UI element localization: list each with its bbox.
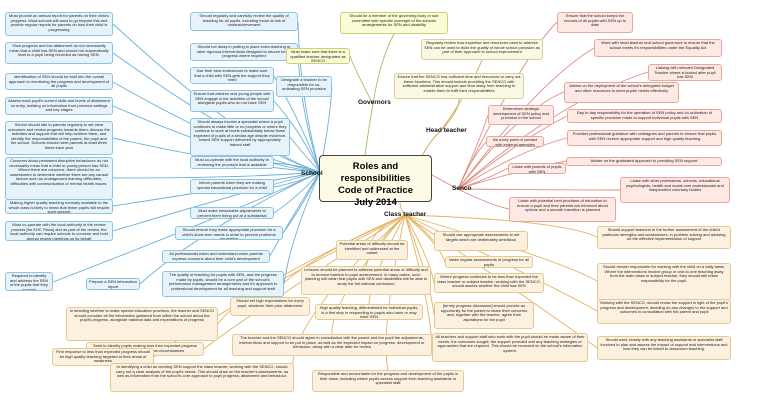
- connector-11: [297, 51, 321, 173]
- connector-41: [457, 188, 510, 210]
- connector-59: [404, 214, 598, 282]
- central-topic[interactable]: Roles and responsibilities Code of Pract…: [319, 155, 432, 208]
- connector-58: [404, 214, 598, 238]
- ct-node-4[interactable]: Lessons should be planned to address pot…: [301, 266, 431, 295]
- connector-23: [364, 103, 374, 156]
- school-node-15[interactable]: Must co-operate with the local authority…: [190, 156, 274, 169]
- connector-13: [273, 100, 321, 173]
- connector-25: [349, 55, 374, 105]
- senco-node-11[interactable]: Liaise with other professions- schools, …: [620, 177, 730, 203]
- ct-node-1[interactable]: Potential areas of difficulty should be …: [336, 240, 408, 260]
- connector-45: [404, 214, 446, 263]
- central-title-line-2: Code of Practice: [338, 185, 413, 196]
- school-node-21[interactable]: Prepare a SEN information report: [86, 278, 140, 290]
- senco-node-7[interactable]: Provides professional guidance with coll…: [567, 130, 722, 146]
- central-title-line-1: Roles and responsibilities: [340, 161, 411, 184]
- school-node-18[interactable]: Should ensure they make appropriate prov…: [175, 226, 283, 240]
- school-node-3[interactable]: Identification of SEN should be built in…: [5, 73, 113, 90]
- school-node-19[interactable]: All professionals listen and understand …: [162, 250, 270, 263]
- school-node-6[interactable]: Concerns about persistent disruptive beh…: [5, 157, 113, 200]
- senco-node-12[interactable]: Liaise with potential next providers of …: [509, 197, 616, 222]
- school-node-20[interactable]: The quality of teaching for pupils with …: [162, 271, 284, 297]
- governor-node-1[interactable]: Should be a member of the governing body…: [340, 12, 448, 34]
- senco-node-5[interactable]: Determines strategic development of SEN …: [488, 105, 554, 125]
- connector-35: [457, 115, 568, 190]
- branch-governors[interactable]: Governors: [358, 99, 391, 106]
- school-node-13[interactable]: Ensure that children and young people wi…: [190, 90, 274, 112]
- senco-node-1[interactable]: Ensure that the school keeps the records…: [557, 12, 633, 33]
- senco-node-10[interactable]: Liaise with parents of pupils with SEN: [508, 163, 566, 174]
- ct-node-2[interactable]: Should use appropriate assessments to se…: [434, 231, 528, 251]
- ct-node-7[interactable]: High quality teaching, differentiated fo…: [315, 304, 423, 320]
- ct-node-18[interactable]: Working with the SENCO, should revise th…: [597, 299, 731, 324]
- connector-29: [431, 174, 459, 190]
- ct-node-8[interactable]: [termly progress discussion] should prov…: [434, 302, 534, 329]
- ct-node-17[interactable]: Should remain responsible for working wi…: [597, 263, 731, 300]
- ct-node-3[interactable]: Make regular assessments of progress for…: [445, 256, 533, 268]
- ct-node-13[interactable]: First response to less than expected pro…: [52, 348, 154, 366]
- branch-head-teacher[interactable]: Head teacher: [426, 127, 467, 134]
- school-node-4[interactable]: Assess each pupil's current skills and l…: [5, 97, 113, 115]
- senco-node-2[interactable]: Work with head teacher and school govern…: [594, 39, 722, 57]
- connector-6: [112, 171, 321, 179]
- senco-node-6[interactable]: Day to day responsibility for the operat…: [567, 109, 722, 123]
- senco-node-4[interactable]: Advise on the deployment of the school's…: [564, 82, 679, 103]
- connector-32: [457, 71, 649, 190]
- connector-17: [273, 171, 321, 214]
- connector-14: [289, 136, 321, 173]
- school-node-11[interactable]: Should not delay in putting in place ext…: [190, 43, 298, 61]
- school-node-17[interactable]: Must make reasonable adjustments to prev…: [190, 207, 274, 219]
- head-node-2[interactable]: Ensure that the SENCO has sufficient tim…: [394, 73, 524, 99]
- school-node-7[interactable]: Making higher quality teaching normally …: [5, 199, 113, 214]
- ct-node-12[interactable]: All teachers and support staff who work …: [432, 333, 588, 362]
- branch-class-teacher[interactable]: Class teacher: [384, 211, 427, 218]
- school-node-16[interactable]: Inform parents when they are making spec…: [190, 179, 274, 194]
- school-node-2[interactable]: Slow progress and low attainment do not …: [5, 42, 113, 64]
- ct-node-11[interactable]: The teacher and the SENCO should agree i…: [232, 334, 432, 356]
- central-title-line-3: July 2014: [354, 197, 397, 208]
- school-node-12[interactable]: Use their best endeavours to make sure t…: [190, 67, 274, 84]
- senco-node-9[interactable]: Advise on the graduated approach to prov…: [566, 157, 722, 166]
- school-node-1[interactable]: Must provide an annual report for parent…: [5, 12, 113, 36]
- connector-31: [457, 47, 595, 190]
- head-node-1[interactable]: Regularly review how expertise and resou…: [421, 39, 543, 60]
- ct-node-6[interactable]: Should set high expectations for every p…: [230, 297, 310, 316]
- connector-24: [372, 33, 395, 105]
- ct-node-5[interactable]: Where progress continues to be less than…: [434, 273, 544, 293]
- school-node-5[interactable]: School should talk to parents regularly …: [5, 121, 113, 155]
- connector-40: [457, 188, 621, 191]
- ct-node-14[interactable]: In identifying a child as needing SEN su…: [110, 363, 294, 392]
- connector-37: [457, 141, 487, 190]
- branch-school[interactable]: School: [301, 170, 323, 177]
- ct-node-15[interactable]: Responsible and accountable for the prog…: [312, 370, 464, 392]
- ct-node-19[interactable]: Should work closely with any teaching as…: [597, 336, 731, 360]
- school-node-22[interactable]: Designate a teacher to be responsible fo…: [276, 76, 332, 97]
- connector-39: [457, 167, 509, 190]
- senco-node-8[interactable]: Be a key point of contact with external …: [486, 136, 544, 147]
- connector-28: [439, 98, 460, 133]
- senco-node-3[interactable]: Liaising with relevant Designated Teache…: [648, 64, 722, 81]
- connector-8: [112, 171, 321, 232]
- connector-10: [297, 21, 321, 173]
- school-node-9[interactable]: Required to identify and address the SEN…: [5, 272, 53, 291]
- connector-33: [457, 91, 565, 190]
- connector-36: [457, 137, 568, 190]
- connector-42: [399, 201, 406, 216]
- school-node-14[interactable]: Should always involve a specialist where…: [190, 118, 290, 156]
- connector-15: [273, 162, 321, 173]
- school-node-10[interactable]: Should regularly and carefully review th…: [190, 12, 298, 31]
- connector-19: [269, 171, 321, 257]
- school-node-8[interactable]: Must co-operate with the local authority…: [5, 221, 113, 241]
- ct-node-16[interactable]: Should support teachers in the further a…: [597, 226, 731, 249]
- ct-node-9[interactable]: In deciding whether to make special educ…: [66, 307, 218, 341]
- connector-47: [404, 214, 435, 284]
- branch-senco[interactable]: Senco: [452, 185, 472, 192]
- governor-node-2[interactable]: Must make sure that there is a qualified…: [286, 48, 350, 64]
